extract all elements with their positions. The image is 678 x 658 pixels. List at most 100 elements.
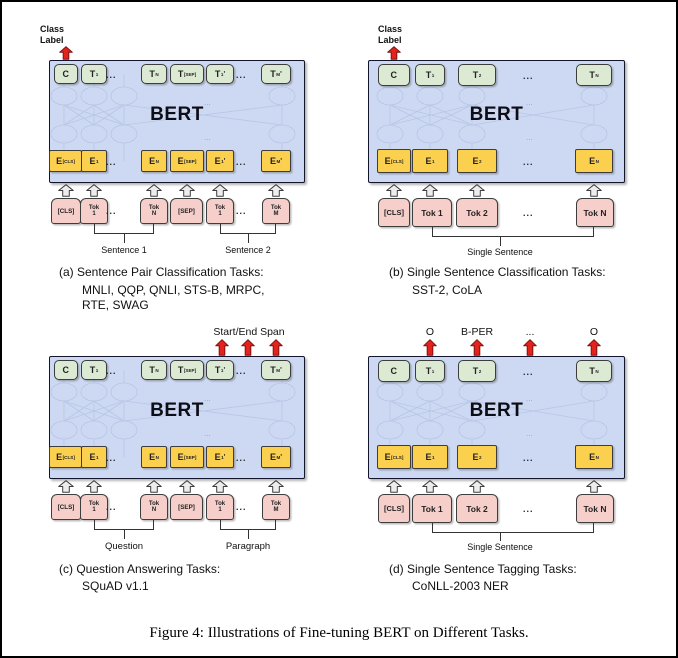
bracket-stem	[124, 530, 125, 539]
output-label: T	[472, 366, 479, 376]
embedding-label: E	[472, 452, 479, 462]
output-label: T	[214, 69, 221, 79]
embedding-label: E	[425, 156, 432, 166]
red-up-arrow	[215, 339, 229, 356]
panel-caption: SQuAD v1.1	[82, 579, 149, 593]
embedding-label: E	[56, 452, 63, 462]
token-label: Tok N	[583, 207, 607, 218]
embedding-box: E[CLS]	[377, 445, 411, 469]
output-label: T	[89, 69, 96, 79]
gray-up-arrow	[469, 184, 485, 197]
svg-text:...: ...	[526, 394, 533, 403]
start-end-span-label: Start/End Span	[213, 326, 285, 338]
bracket	[94, 520, 154, 530]
gray-up-arrow	[179, 480, 195, 493]
token-label: [CLS]	[384, 208, 404, 217]
span-label: Sentence 2	[225, 245, 271, 255]
class-label: Class Label	[378, 24, 402, 46]
embedding-label: E	[149, 452, 156, 462]
embedding-label: E	[149, 156, 156, 166]
bert-label: BERT	[150, 400, 204, 421]
token-label: [CLS]	[57, 207, 75, 215]
bracket-stem	[124, 234, 125, 243]
bert-label: BERT	[469, 400, 524, 421]
embedding-label: E	[177, 452, 184, 462]
gray-up-arrow	[179, 184, 195, 197]
output-box: C	[378, 64, 410, 86]
gray-up-arrow	[268, 480, 284, 493]
bert-network-graphic: ... ...	[50, 370, 296, 457]
embedding-box: E[SEP]	[170, 150, 204, 172]
output-box: T[SEP]	[170, 360, 204, 380]
token-label: Tok 1	[421, 503, 443, 514]
token-box: [SEP]	[170, 494, 203, 520]
embedding-label: E	[214, 156, 221, 166]
svg-text:...: ...	[526, 133, 533, 142]
output-box: C	[54, 64, 78, 84]
embedding-box: E[SEP]	[170, 446, 204, 468]
token-box: Tok N	[576, 198, 614, 227]
bert-label: BERT	[150, 104, 204, 125]
embedding-label: E	[89, 156, 96, 166]
token-box: Tok 2	[456, 494, 498, 523]
bracket	[220, 224, 276, 234]
ellipsis: ...	[523, 453, 534, 463]
bracket-stem	[248, 234, 249, 243]
output-label: T	[177, 365, 184, 375]
embedding-label: E	[384, 156, 391, 166]
span-label: Sentence 1	[101, 245, 147, 255]
output-label: C	[62, 365, 70, 375]
embedding-label: E	[89, 452, 96, 462]
panel-caption: RTE, SWAG	[82, 298, 149, 312]
embedding-label: E	[177, 156, 184, 166]
span-label: Single Sentence	[467, 542, 533, 552]
span-label: Question	[104, 541, 144, 552]
svg-text:...: ...	[526, 429, 533, 438]
ellipsis: ...	[236, 502, 247, 512]
panel-caption: CoNLL-2003 NER	[412, 579, 509, 593]
ellipsis: ...	[106, 206, 117, 216]
svg-text:...: ...	[526, 98, 533, 107]
token-label: [CLS]	[384, 504, 404, 513]
embedding-label: E	[269, 452, 276, 462]
output-label: T	[89, 365, 96, 375]
bracket	[432, 523, 594, 533]
embedding-label: E	[384, 452, 391, 462]
ellipsis: ...	[523, 208, 534, 218]
bracket	[94, 224, 154, 234]
token-box: [CLS]	[378, 494, 410, 523]
token-box: [CLS]	[378, 198, 410, 227]
token-box: Tok 1	[412, 494, 452, 523]
gray-up-arrow	[146, 184, 162, 197]
bracket	[432, 227, 594, 237]
output-label: T	[425, 70, 432, 80]
ellipsis: ...	[106, 157, 117, 167]
red-up-arrow	[269, 339, 283, 356]
ellipsis: ...	[236, 206, 247, 216]
output-box: C	[378, 360, 410, 382]
red-up-arrow	[523, 339, 537, 356]
gray-up-arrow	[422, 184, 438, 197]
token-box: Tok 2	[456, 198, 498, 227]
embedding-box: E[CLS]	[49, 446, 82, 468]
